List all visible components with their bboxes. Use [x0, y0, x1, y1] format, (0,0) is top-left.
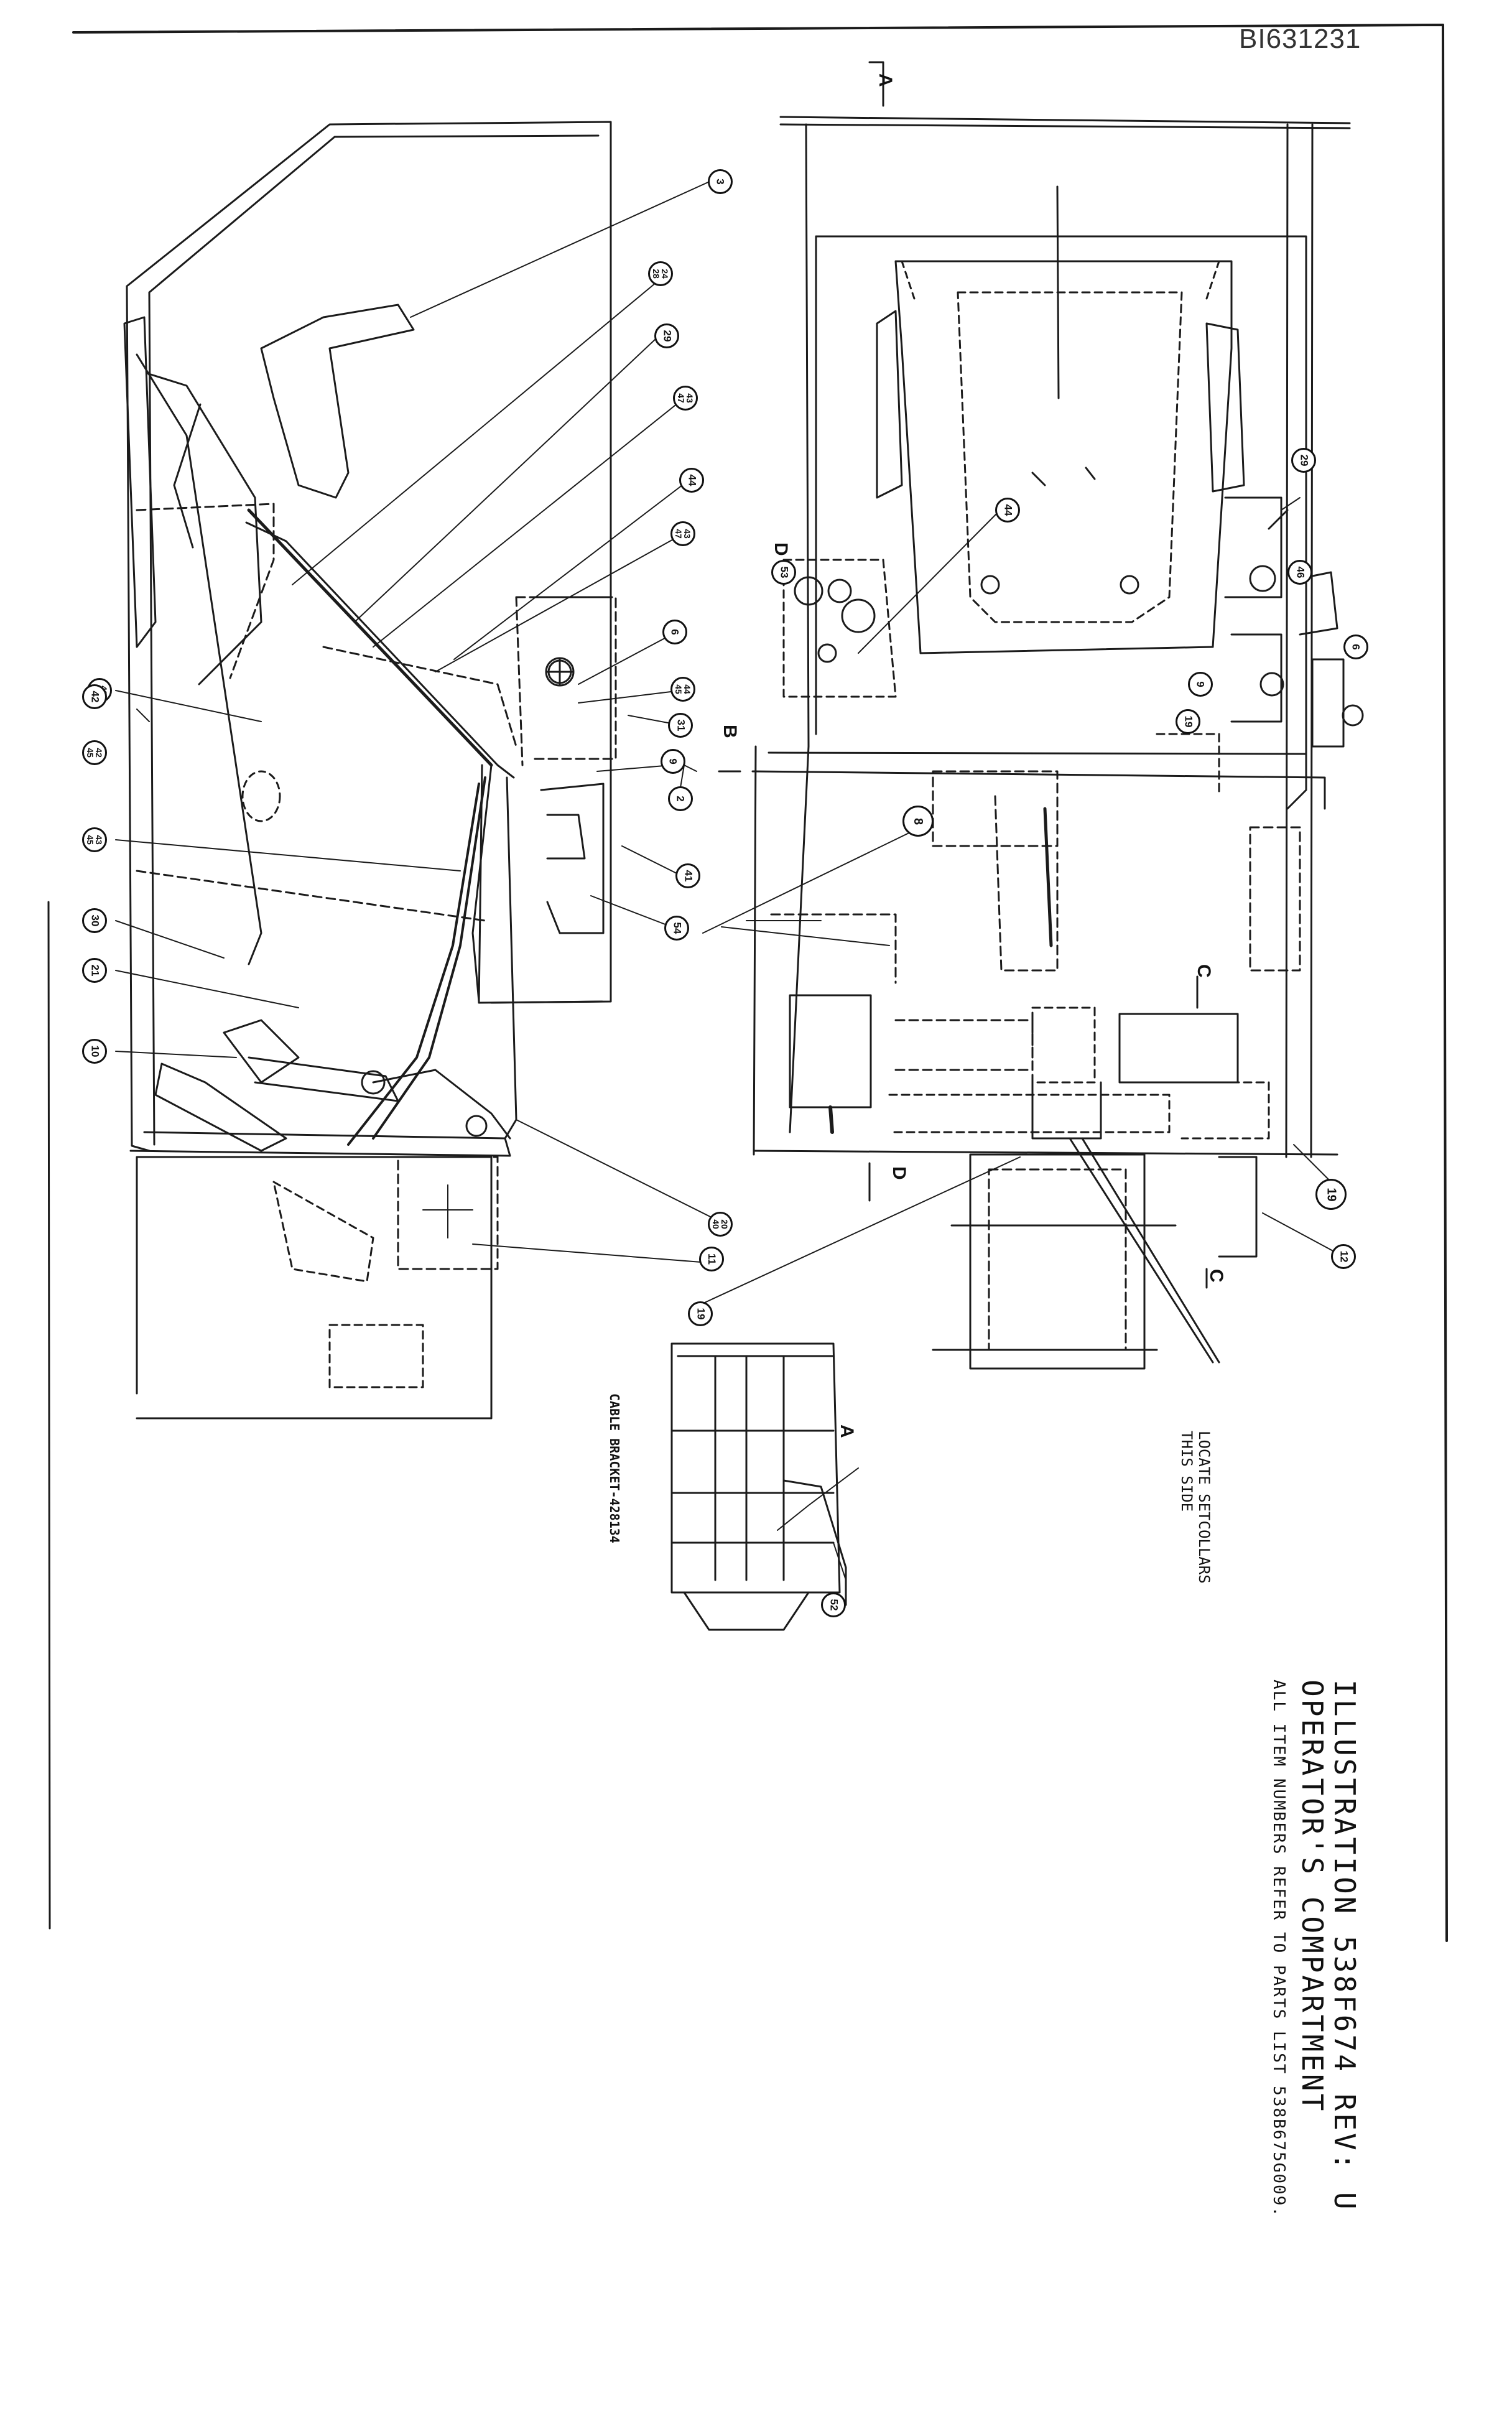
item-callout-label: 43 47 — [673, 529, 692, 539]
item-callout-label: 2 — [675, 796, 687, 802]
item-callout: 19 — [1176, 709, 1200, 734]
item-callout: 44 — [679, 468, 704, 493]
title-line-2: OPERATOR'S COMPARTMENT — [1296, 1680, 1329, 2114]
item-callout: 44 45 — [670, 677, 695, 702]
item-callout-label: 29 — [1297, 454, 1310, 467]
item-callout: 8 — [902, 806, 934, 837]
item-callout-label: 52 — [827, 1599, 840, 1611]
item-callout: 42 — [82, 684, 107, 709]
section-label-a-top: A — [875, 73, 896, 87]
item-callout-label: 30 — [88, 914, 101, 927]
leader-lines — [115, 180, 1344, 1581]
item-callout-label: 8 — [911, 817, 925, 825]
item-callout: 54 — [664, 916, 689, 941]
sheet-border-left — [47, 901, 51, 1930]
item-callout-label: 12 — [1337, 1250, 1350, 1263]
item-callout: 29 — [1291, 448, 1316, 473]
item-callout: 9 — [1188, 672, 1213, 697]
parts-list-note: ALL ITEM NUMBERS REFER TO PARTS LIST 538… — [1269, 1680, 1288, 2218]
item-callout: 19 — [1315, 1179, 1347, 1210]
section-label-a-detail: A — [837, 1424, 857, 1438]
section-label-c2: C — [1206, 1269, 1227, 1283]
item-callout: 19 — [688, 1301, 713, 1326]
item-callout-label: 6 — [669, 629, 681, 635]
sheet-border — [72, 24, 1448, 1942]
item-callout-label: 19 — [694, 1308, 707, 1320]
item-callout: 24 28 — [648, 261, 673, 286]
item-callout-label: 20 40 — [710, 1219, 730, 1229]
cable-bracket-title: CABLE BRACKET-428134 — [607, 1393, 622, 1543]
item-callout-label: 54 — [670, 922, 683, 934]
title-line-1: ILLUSTRATION 538F674 REV: U — [1328, 1680, 1361, 2212]
item-callout: 30 — [82, 908, 107, 933]
cable-bracket-detail — [670, 1342, 859, 1631]
item-callout-label: 10 — [88, 1045, 101, 1057]
drawing-sheet — [47, 24, 1448, 1942]
item-callout-label: 9 — [667, 758, 679, 765]
item-callout: 46 — [1287, 560, 1312, 585]
item-callout: 21 — [82, 958, 107, 983]
item-callout-label: 42 45 — [85, 748, 104, 758]
item-callout: 43 47 — [673, 386, 698, 411]
item-callout: 44 — [995, 498, 1020, 523]
item-callout: 2 — [668, 786, 693, 811]
item-callout-label: 24 28 — [651, 269, 670, 279]
section-label-d: D — [889, 1166, 909, 1180]
plan-view — [534, 61, 1364, 1370]
item-callout-label: 46 — [1294, 566, 1306, 579]
item-callout-label: 44 — [1001, 504, 1014, 516]
item-callout: 9 — [661, 749, 685, 774]
item-callout-label: 43 47 — [675, 393, 695, 403]
item-callout: 43 45 — [82, 827, 107, 852]
side-view — [123, 121, 612, 1420]
item-callout-label: 31 — [674, 719, 687, 732]
item-callout: 11 — [699, 1247, 724, 1271]
item-callout-label: 19 — [1182, 715, 1194, 728]
item-callout-label: 6 — [1350, 644, 1362, 650]
item-callout: 53 — [771, 560, 796, 585]
item-callout-label: 44 — [685, 474, 698, 486]
item-callout: 3 — [708, 169, 733, 194]
item-callout: 6 — [1343, 634, 1368, 659]
item-callout: 42 45 — [82, 740, 107, 765]
document-id: BI631231 — [1239, 24, 1361, 54]
item-callout-label: 41 — [682, 870, 694, 882]
section-label-b: B — [720, 725, 740, 738]
item-callout: 31 — [668, 713, 693, 738]
locate-setcollars-note: LOCATE SETCOLLARS THIS SIDE — [1178, 1431, 1213, 1584]
item-callout-label: 53 — [777, 566, 790, 579]
item-callout: 12 — [1331, 1244, 1356, 1269]
item-callout-label: 19 — [1324, 1187, 1338, 1202]
item-callout-label: 29 — [661, 330, 673, 342]
item-callout-label: 43 45 — [85, 835, 104, 845]
item-callout: 10 — [82, 1039, 107, 1064]
title-block: ILLUSTRATION 538F674 REV: U OPERATOR'S C… — [1266, 1680, 1361, 2426]
item-callout-label: 9 — [1195, 681, 1207, 687]
item-callout: 52 — [821, 1592, 846, 1617]
item-callout-label: 11 — [705, 1253, 718, 1265]
item-callout: 6 — [662, 620, 687, 644]
item-callout: 43 47 — [670, 521, 695, 546]
item-callout-label: 21 — [88, 964, 101, 977]
section-label-d2: D — [771, 542, 791, 556]
item-callout: 29 — [654, 323, 679, 348]
section-label-c: C — [1194, 964, 1214, 978]
item-callout-label: 44 45 — [673, 684, 692, 694]
item-callout: 41 — [675, 863, 700, 888]
item-callout-label: 3 — [715, 179, 726, 185]
item-callout: 20 40 — [708, 1212, 733, 1237]
item-callout-label: 42 — [88, 690, 101, 703]
